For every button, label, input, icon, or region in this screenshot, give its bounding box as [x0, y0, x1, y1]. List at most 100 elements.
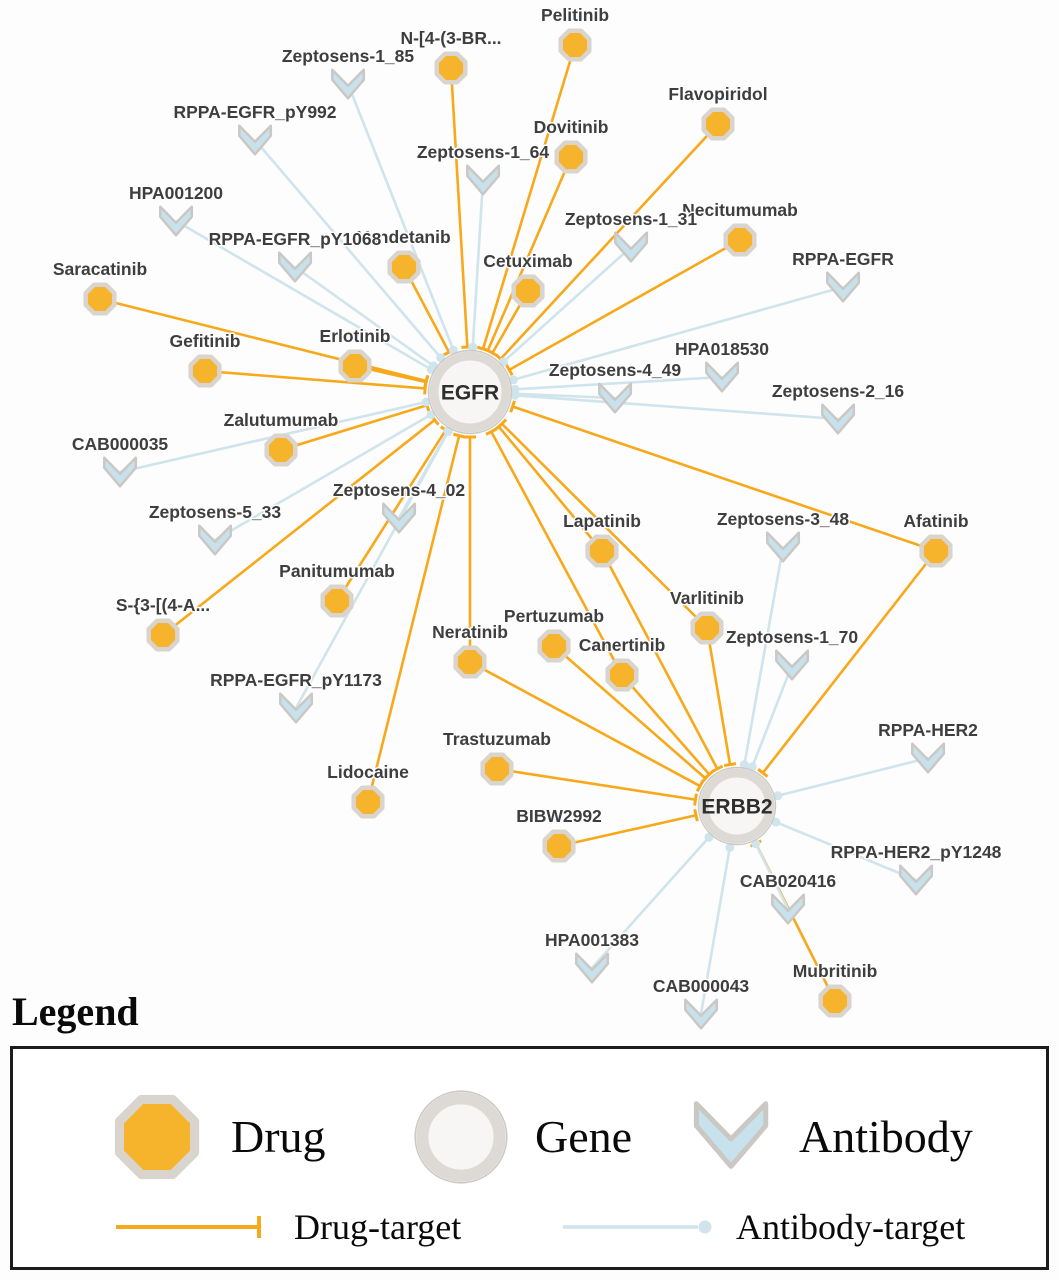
antibody-node-rppa-her2[interactable] [911, 742, 946, 774]
drug-node-dovitinib[interactable] [554, 140, 588, 174]
antibody-target-edge-icon [563, 1220, 712, 1234]
drug-node-lidocaine[interactable] [351, 785, 385, 819]
antibody-node-cab000035[interactable] [103, 456, 138, 488]
drug-node-erlotinib[interactable] [338, 349, 372, 383]
edge-afatinib-egfr [512, 405, 937, 553]
edge-canertinib-erbb2 [621, 674, 711, 776]
gene-node-erbb2[interactable] [699, 768, 775, 844]
node-label-rppa-egfr-py992: RPPA-EGFR_pY992 [173, 102, 336, 122]
node-label-hpa018530: HPA018530 [675, 339, 769, 359]
drug-node-lapatinib[interactable] [585, 534, 619, 568]
edge-rppa-egfr-py1173-egfr [294, 430, 450, 709]
antibody-node-z1-85[interactable] [331, 68, 366, 100]
antibody-node-rppa-her2-py1248[interactable] [899, 864, 934, 896]
edge-rppa-egfr-py992-egfr [254, 139, 442, 359]
drug-node-s3-4-a[interactable] [146, 618, 180, 652]
edge-lapatinib-egfr [497, 425, 604, 552]
antibody-node-z4-49[interactable] [598, 382, 633, 414]
legend-antibody-edge-label: Antibody-target [736, 1207, 966, 1247]
legend-drug-item: Drug [101, 1081, 326, 1193]
gene-icon [414, 1090, 508, 1184]
node-label-varlitinib: Varlitinib [670, 588, 744, 608]
drug-node-afatinib[interactable] [919, 534, 953, 568]
drug-node-vandetanib[interactable] [387, 250, 421, 284]
drug-node-cetuximab[interactable] [511, 274, 545, 308]
antibody-node-cab020416[interactable] [771, 893, 806, 925]
antibody-target-terminator [498, 357, 508, 367]
node-label-cab000043: CAB000043 [653, 976, 750, 996]
antibody-node-z3-48[interactable] [766, 531, 801, 563]
antibody-node-cab000043[interactable] [684, 998, 719, 1030]
edge-necitumumab-egfr [508, 238, 741, 372]
drug-target-terminator [423, 375, 429, 389]
edge-n4-3-br-egfr [449, 67, 469, 348]
antibody-node-z1-64[interactable] [466, 164, 501, 196]
antibody-node-rppa-egfr[interactable] [826, 271, 861, 303]
edge-rppa-egfr-egfr [512, 285, 844, 382]
node-label-z4-49: Zeptosens-4_49 [549, 360, 682, 380]
edge-z1-64-egfr [471, 179, 485, 348]
antibody-target-terminator [436, 353, 446, 363]
node-label-dovitinib: Dovitinib [534, 117, 609, 137]
node-label-neratinib: Neratinib [432, 622, 508, 642]
node-label-rppa-her2: RPPA-HER2 [878, 720, 978, 740]
antibody-target-terminator [426, 410, 436, 420]
gene-label-erbb2: ERBB2 [701, 796, 772, 819]
node-label-saracatinib: Saracatinib [53, 259, 147, 279]
drug-node-flavopiridol[interactable] [701, 107, 735, 141]
antibody-node-z1-70[interactable] [775, 649, 810, 681]
antibody-node-rppa-egfr-py992[interactable] [238, 124, 273, 156]
drug-node-pertuzumab[interactable] [537, 629, 571, 663]
drug-target-terminator [485, 427, 498, 436]
edge-saracatinib-egfr [99, 297, 427, 383]
edge-s3-4-a-egfr [162, 418, 436, 637]
drug-node-trastuzumab[interactable] [480, 752, 514, 786]
node-label-panitumumab: Panitumumab [279, 561, 395, 581]
drug-node-saracatinib[interactable] [83, 282, 117, 316]
drug-node-panitumumab[interactable] [320, 584, 354, 618]
antibody-node-rppa-egfr-py1068[interactable] [278, 251, 313, 283]
drug-node-bibw2992[interactable] [542, 829, 576, 863]
drug-node-canertinib[interactable] [605, 658, 639, 692]
node-label-cetuximab: Cetuximab [483, 251, 572, 271]
node-label-flavopiridol: Flavopiridol [668, 84, 767, 104]
drug-node-pelitinib[interactable] [558, 28, 592, 62]
edge-afatinib-erbb2 [761, 550, 938, 774]
node-label-trastuzumab: Trastuzumab [443, 729, 551, 749]
antibody-node-z1-31[interactable] [614, 231, 649, 263]
node-label-s3-4-a: S-{3-[(4-A... [116, 595, 210, 615]
edge-z2-16-egfr [514, 393, 839, 421]
node-label-zalutumumab: Zalutumumab [224, 410, 339, 430]
antibody-node-z2-16[interactable] [821, 403, 856, 435]
node-label-lidocaine: Lidocaine [327, 762, 409, 782]
edge-rppa-egfr-py1068-egfr [294, 265, 435, 367]
node-label-hpa001383: HPA001383 [545, 930, 639, 950]
antibody-node-z5-33[interactable] [198, 524, 233, 556]
drug-node-neratinib[interactable] [453, 645, 487, 679]
node-label-pertuzumab: Pertuzumab [504, 606, 604, 626]
drug-node-varlitinib[interactable] [690, 611, 724, 645]
legend-drug-edge-item: Drug-target [111, 1207, 461, 1247]
antibody-node-hpa001200[interactable] [159, 205, 194, 237]
node-label-rppa-her2-py1248: RPPA-HER2_pY1248 [831, 842, 1002, 862]
node-label-z1-85: Zeptosens-1_85 [282, 46, 415, 66]
antibody-target-terminator [428, 361, 438, 371]
antibody-target-terminator [773, 791, 783, 801]
edge-pertuzumab-erbb2 [553, 645, 707, 780]
antibody-target-terminator [739, 760, 749, 770]
drug-node-mubritinib[interactable] [818, 984, 852, 1018]
drug-node-zalutumumab[interactable] [264, 433, 298, 467]
antibody-node-hpa001383[interactable] [575, 952, 610, 984]
drug-node-necitumumab[interactable] [723, 223, 757, 257]
drug-node-n4-3-br[interactable] [434, 51, 468, 85]
edge-lapatinib-erbb2 [600, 550, 719, 770]
legend-drug-edge-label: Drug-target [294, 1207, 462, 1247]
edge-dovitinib-egfr [486, 156, 573, 352]
antibody-node-rppa-egfr-py1173[interactable] [279, 692, 314, 724]
edge-rppa-her2-erbb2 [777, 756, 929, 798]
legend-box: Drug Gene Antibody Drug-target [10, 1046, 1049, 1270]
antibody-node-z4-02[interactable] [382, 502, 417, 534]
drug-node-gefitinib[interactable] [188, 354, 222, 388]
antibody-node-hpa018530[interactable] [705, 361, 740, 393]
gene-node-egfr[interactable] [429, 351, 511, 433]
